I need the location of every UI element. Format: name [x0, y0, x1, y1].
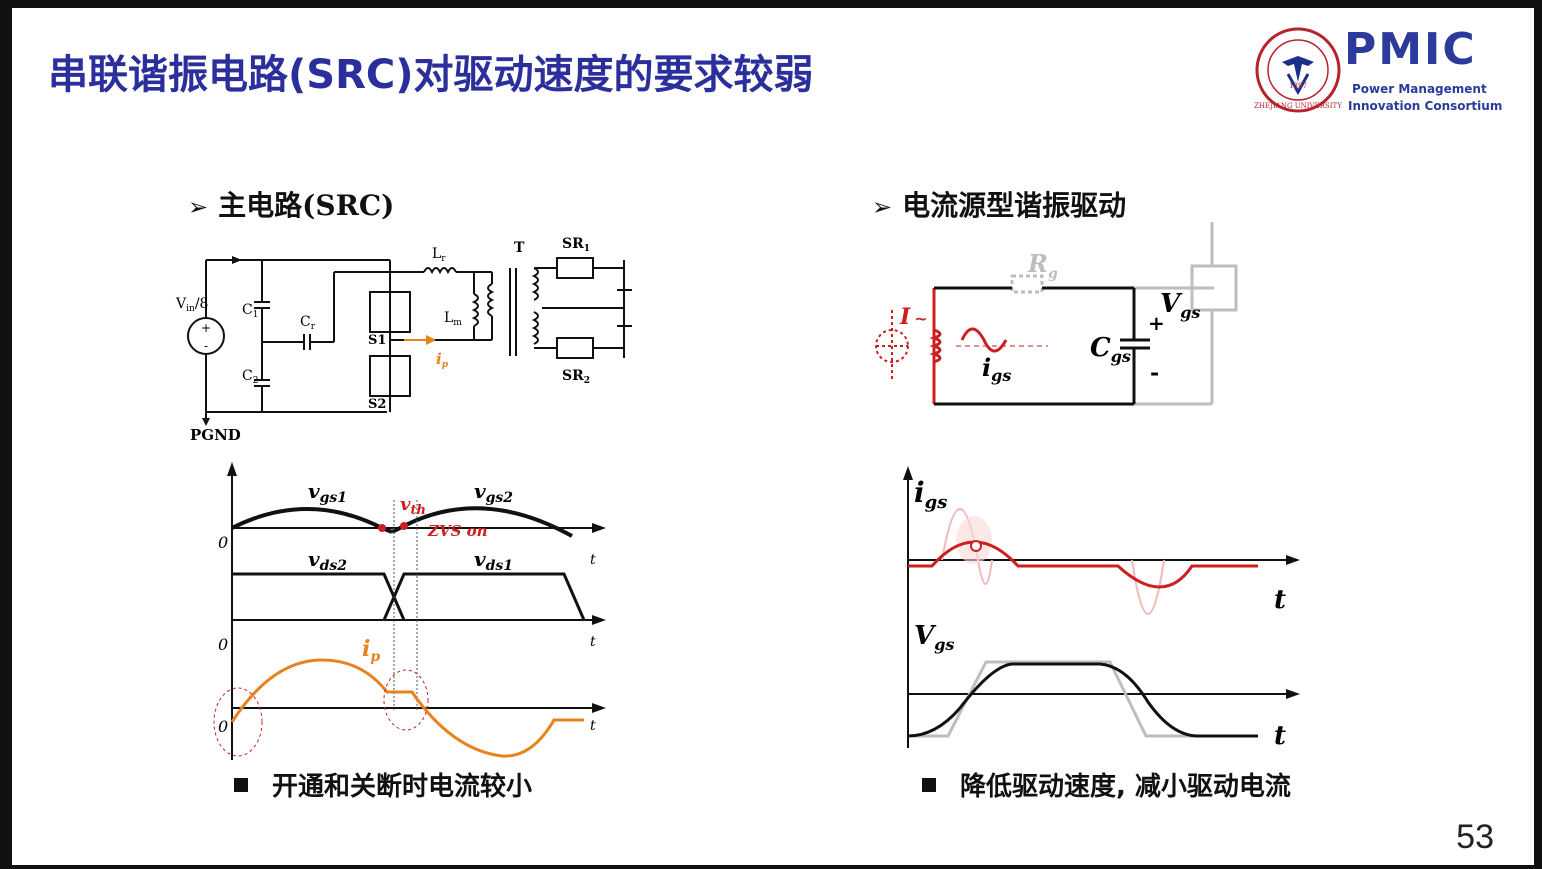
vgs1-label: vgs1	[308, 479, 347, 506]
highlight-point	[970, 540, 982, 552]
university-seal-icon: 1897 ZHEJIANG UNIVERSITY	[1254, 27, 1342, 113]
igs-curve	[908, 540, 1258, 589]
zero-current-highlight	[213, 687, 263, 757]
source-minus: -	[204, 339, 208, 353]
vgs-label: Vgs	[1160, 289, 1200, 322]
t-label: t	[590, 552, 596, 568]
vds1-curve	[382, 572, 586, 621]
t-axis-arrow-icon	[1286, 555, 1300, 565]
vds1-label: vds1	[474, 547, 513, 574]
zero-label: 0	[218, 717, 228, 736]
cr-label: Cr	[300, 314, 316, 332]
logo-block: 1897 ZHEJIANG UNIVERSITY PMIC Power Mana…	[1252, 22, 1522, 114]
vgs-curve	[907, 662, 1258, 738]
driver-waveforms: igs Vgs t t	[903, 466, 1300, 751]
src-waveforms: vgs1 vgs2 vth ZVS on vds2 vds1 ip 0 0 0 …	[213, 462, 606, 760]
slide: 串联谐振电路(SRC)对驱动速度的要求较弱 1897 ZHEJIANG UNIV…	[12, 8, 1534, 865]
vin-label: Vin/8	[175, 296, 208, 314]
square-bullet-icon	[922, 778, 936, 792]
voltage-source-icon	[187, 317, 225, 355]
zero-label: 0	[218, 533, 228, 552]
vds2-label: vds2	[308, 547, 347, 574]
arrow-bullet-icon: ➢	[188, 193, 209, 221]
vgs-minus: -	[1150, 360, 1159, 386]
pmic-sub2: Innovation Consortium	[1348, 99, 1503, 113]
current-arrow-icon	[232, 256, 242, 264]
source-plus: +	[201, 321, 211, 335]
t-label: t	[1274, 721, 1286, 751]
igs-label: igs	[982, 353, 1011, 385]
zero-current-highlight	[383, 669, 429, 731]
igs-wave-label: igs	[914, 476, 947, 513]
y-axis-arrow-icon	[227, 462, 237, 476]
t-axis-arrow-icon	[592, 615, 606, 625]
vgs1-curve	[231, 507, 393, 534]
square-bullet-icon	[234, 778, 248, 792]
lm-label: Lm	[444, 310, 462, 328]
ground-arrow-icon	[202, 418, 210, 426]
c1-label: C1	[242, 302, 258, 320]
y-axis-arrow-icon	[903, 466, 913, 480]
vgs-plus: +	[1148, 311, 1165, 335]
lr-label: Lr	[432, 246, 446, 264]
t-axis-arrow-icon	[592, 703, 606, 713]
vgs-wave-label: Vgs	[914, 621, 954, 654]
src-main-circuit: + - Vin/8 C1 C2 Cr Lr Lm T SR1 SR2 S1 S2…	[175, 236, 632, 443]
zero-label: 0	[218, 635, 228, 654]
vth-label: vth	[400, 494, 426, 518]
i-source-label: I~	[899, 304, 928, 330]
ip-curve	[230, 658, 584, 758]
t-label: t	[590, 634, 596, 650]
ip-arrow-icon	[426, 335, 436, 345]
transformer-label: T	[514, 240, 525, 256]
pgnd-label: PGND	[190, 426, 241, 443]
ip-wave-label: ip	[362, 636, 380, 665]
slide-title: 串联谐振电路(SRC)对驱动速度的要求较弱	[48, 52, 814, 98]
right-bullet: 降低驱动速度, 减小驱动电流	[922, 766, 1291, 803]
s2-label: S2	[368, 397, 386, 412]
t-axis-arrow-icon	[1286, 689, 1300, 699]
arrow-bullet-icon: ➢	[872, 193, 893, 221]
vgs-fast-faded	[908, 660, 1258, 738]
s1-label: S1	[368, 333, 386, 348]
left-bullet: 开通和关断时电流较小	[234, 766, 532, 803]
left-heading: ➢ 主电路(SRC)	[188, 184, 394, 224]
right-bullet-text: 降低驱动速度, 减小驱动电流	[960, 772, 1291, 802]
seal-year: 1897	[1289, 82, 1307, 90]
t-label: t	[1274, 585, 1286, 615]
cgs-label: Cgs	[1090, 333, 1131, 366]
vth-point	[378, 524, 386, 532]
vgs2-curve	[391, 506, 573, 538]
ip-label: ip	[436, 350, 449, 370]
pmic-sub1: Power Management	[1352, 82, 1487, 96]
left-bullet-text: 开通和关断时电流较小	[272, 772, 533, 802]
t-label: t	[590, 718, 596, 734]
seal-text: ZHEJIANG UNIVERSITY	[1254, 102, 1342, 110]
igs-sine-icon	[960, 327, 1008, 353]
current-source-driver-circuit: Rg I~ igs Cgs Vgs + -	[875, 222, 1238, 406]
vgs2-label: vgs2	[474, 479, 513, 506]
zvs-label: ZVS on	[427, 522, 488, 540]
right-heading: ➢ 电流源型谐振驱动	[872, 184, 1126, 224]
t-axis-arrow-icon	[592, 523, 606, 533]
left-heading-text: 主电路(SRC)	[218, 189, 395, 222]
right-heading-text: 电流源型谐振驱动	[902, 189, 1127, 222]
vds2-curve	[232, 572, 406, 621]
rg-label: Rg	[1027, 249, 1058, 282]
pmic-brand: PMIC	[1344, 24, 1477, 75]
vth-point	[400, 522, 408, 530]
sr1-label: SR1	[562, 236, 590, 254]
sr2-label: SR2	[562, 368, 590, 386]
c2-label: C2	[242, 368, 258, 386]
page-number: 53	[1456, 818, 1494, 856]
igs-fast-pulse-faded	[1131, 559, 1165, 615]
